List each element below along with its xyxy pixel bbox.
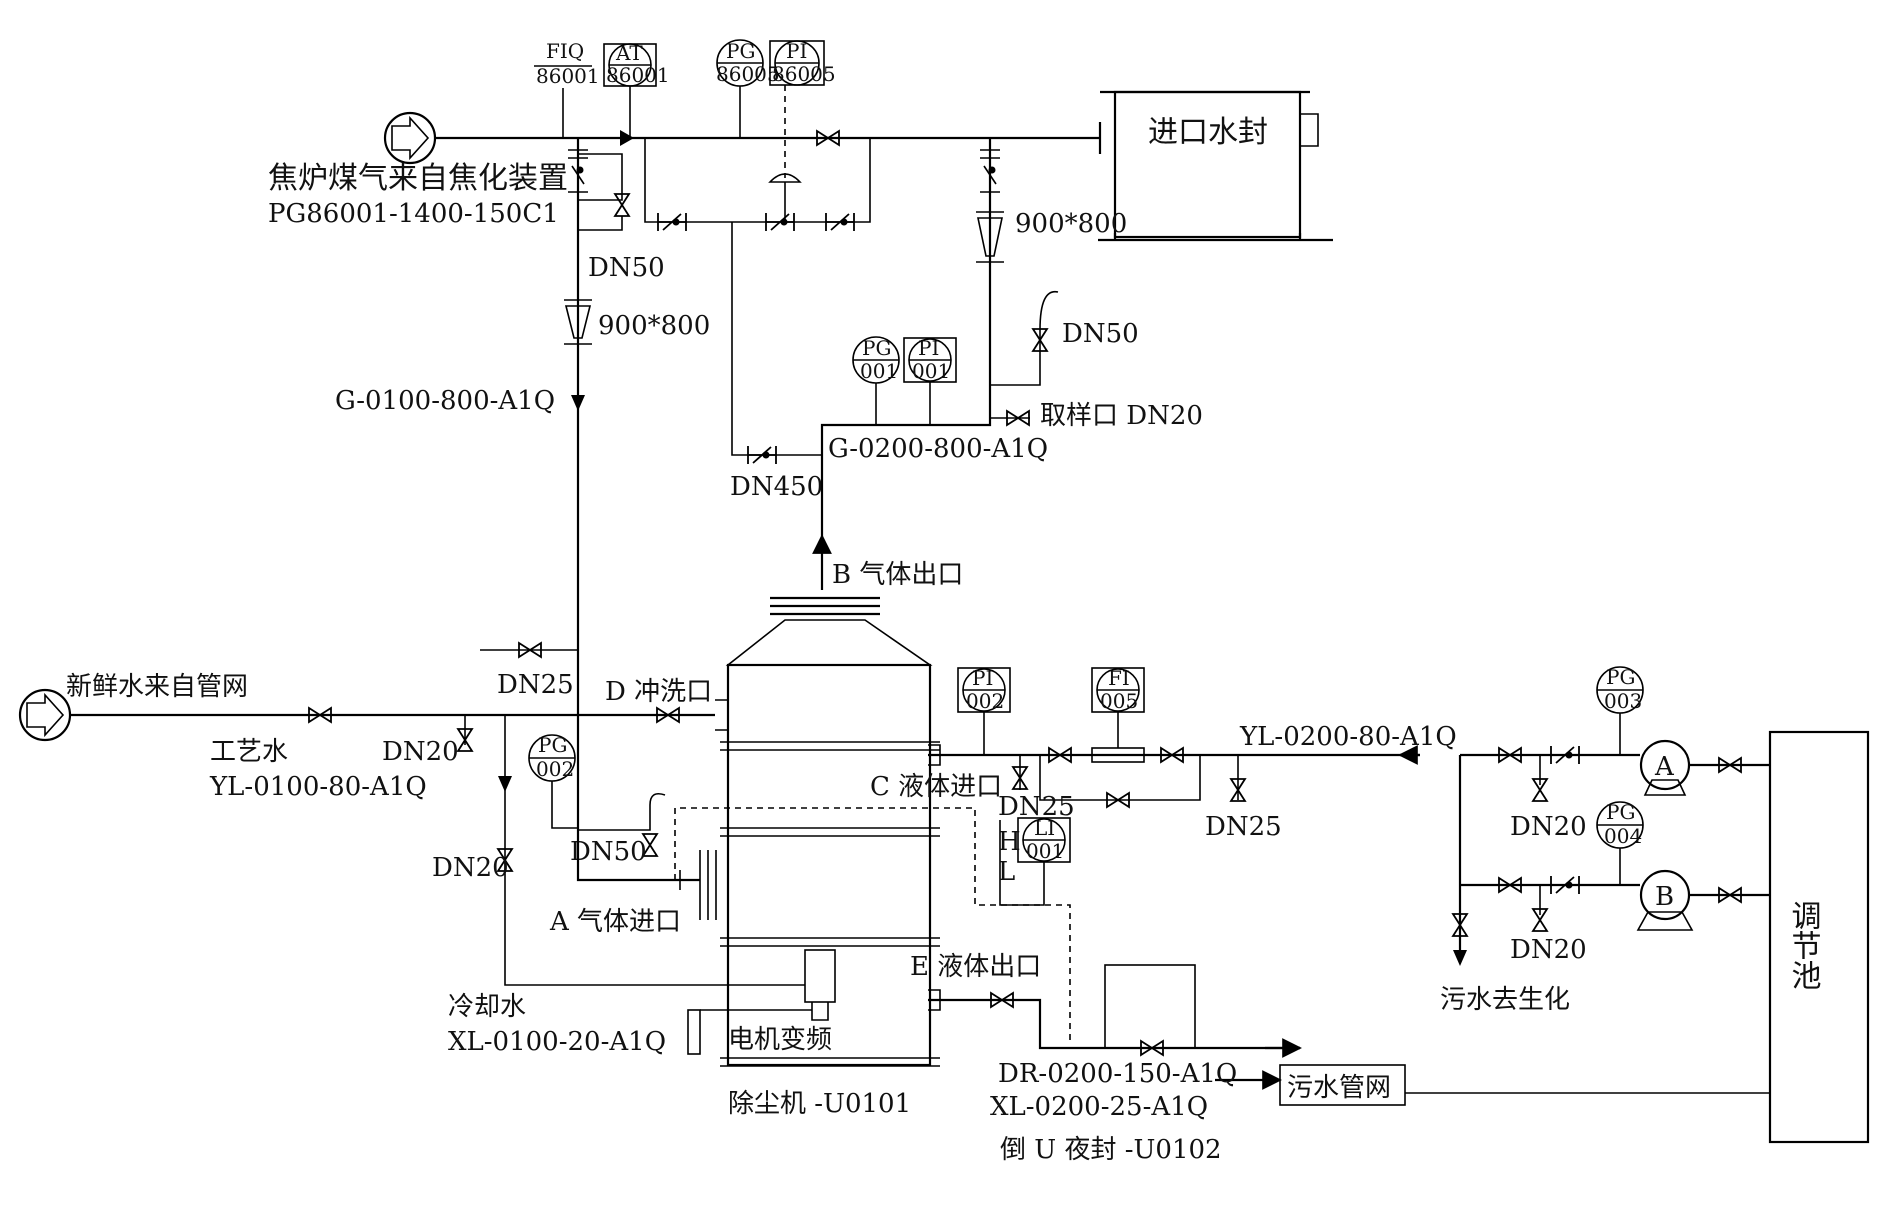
water-seal-label: 进口水封 (1148, 115, 1268, 150)
svg-text:005: 005 (1100, 689, 1138, 713)
fresh-water-section: 新鲜水来自管网 工艺水 YL-0100-80-A1Q D 冲洗口 DN25 DN… (18, 642, 812, 1057)
cooling-water-line-no: XL-0100-20-A1Q (448, 1027, 666, 1057)
svg-text:PG: PG (1606, 800, 1635, 824)
liquid-outlet-label: E 液体出口 (910, 952, 1041, 982)
inlet-line-no: PG86001-1400-150C1 (268, 199, 559, 229)
fresh-water-arrow-icon (26, 692, 65, 738)
inlet-reducer (564, 299, 592, 345)
dn25-label: DN25 (497, 670, 574, 700)
instrument-pg-004: PG 004 (1596, 800, 1644, 885)
svg-text:003: 003 (1604, 689, 1642, 713)
fresh-water-line-no: YL-0100-80-A1Q (209, 772, 427, 802)
flush-port-label: D 冲洗口 (605, 677, 712, 707)
instrument-li-001: LI 001 H L (998, 816, 1071, 906)
instrument-pi-001: PI 001 (903, 336, 957, 425)
instrument-fiq-86001: FIQ 86001 (534, 39, 600, 138)
u-seal-label: 倒 U 夜封 -U0102 (1000, 1135, 1222, 1165)
outlet-dn50: DN50 (1062, 319, 1139, 349)
outlet-bypass-dn: DN450 (730, 472, 823, 502)
svg-text:86005: 86005 (772, 62, 836, 86)
to-bio-label: 污水去生化 (1440, 985, 1570, 1015)
pump-b[interactable]: B (1636, 869, 1694, 931)
instrument-pi-86005: PI 86005 (769, 39, 836, 178)
pump-a[interactable]: A (1639, 739, 1691, 796)
drain-line-2: XL-0200-25-A1Q (990, 1092, 1208, 1122)
svg-text:L: L (998, 857, 1015, 887)
svg-text:PG: PG (538, 733, 567, 757)
instrument-pg-003: PG 003 (1596, 665, 1644, 755)
svg-text:PG: PG (862, 336, 891, 360)
dust-collector-column: 除尘机 -U0101 电机变频 (720, 596, 940, 1119)
instrument-pg-002: PG 002 (528, 733, 578, 829)
fresh-water-label: 新鲜水来自管网 (66, 672, 248, 702)
svg-text:86005: 86005 (716, 62, 780, 86)
svg-text:001: 001 (1026, 839, 1064, 863)
tank-label: 调节池 (1786, 900, 1821, 990)
inlet-label: 焦炉煤气来自焦化装置 (268, 161, 568, 196)
pump-a-dn20: DN20 (1510, 812, 1587, 842)
instrument-pg-001: PG 001 (852, 336, 900, 425)
downcomer-line-no: G-0100-800-A1Q (335, 386, 555, 416)
svg-text:PG: PG (1606, 665, 1635, 689)
seal-reducer-label: 900*800 (1015, 209, 1127, 239)
svg-text:004: 004 (1604, 824, 1642, 848)
svg-text:001: 001 (912, 359, 950, 383)
feed-dn25-b: DN25 (1205, 812, 1282, 842)
gas-outlet-label: B 气体出口 (832, 560, 963, 590)
svg-text:86001: 86001 (606, 63, 670, 87)
svg-text:PI: PI (786, 39, 807, 63)
feed-line-no: YL-0200-80-A1Q (1239, 722, 1457, 752)
sewer-network-label: 污水管网 (1287, 1073, 1391, 1103)
sample-port-label: 取样口 DN20 (1040, 401, 1203, 431)
inlet-reducer-label: 900*800 (598, 311, 710, 341)
svg-text:LI: LI (1034, 816, 1055, 840)
svg-text:002: 002 (966, 689, 1004, 713)
svg-text:FIQ: FIQ (546, 39, 584, 63)
column-label: 除尘机 -U0101 (728, 1089, 911, 1119)
instrument-fi-005: FI 005 (1091, 666, 1145, 748)
pump-b-dn20: DN20 (1510, 935, 1587, 965)
instrument-pi-002: PI 002 (957, 666, 1011, 755)
svg-text:AT: AT (615, 41, 643, 65)
regulating-tank: 调节池 (1768, 730, 1870, 1144)
liquid-inlet-label: C 液体进口 (870, 772, 1002, 802)
instrument-pg-86005: PG 86005 (716, 39, 780, 138)
inlet-branch-dn: DN50 (588, 253, 665, 283)
feed-dn25-a: DN25 (998, 792, 1075, 822)
process-water-label: 工艺水 (210, 737, 288, 767)
dn20-label: DN20 (382, 737, 459, 767)
svg-text:B: B (1655, 882, 1674, 912)
inlet-section: 焦炉煤气来自焦化装置 PG86001-1400-150C1 DN50 900*8… (268, 39, 1102, 830)
motor-vfd-label: 电机变频 (728, 1025, 832, 1055)
instrument-at-86001: AT 86001 (603, 41, 670, 138)
svg-text:001: 001 (860, 359, 898, 383)
liquid-outlet-section: E 液体出口 污水管网 DR-0200-150-A1Q XL-0200-25-A… (910, 952, 1770, 1165)
svg-text:PI: PI (972, 666, 993, 690)
outlet-loop: DN50 取样口 DN20 G-0200-800-A1Q DN450 PG 00… (730, 290, 1203, 590)
svg-text:A: A (1654, 752, 1675, 782)
outlet-line-no: G-0200-800-A1Q (828, 434, 1048, 464)
downcomer-damper (568, 149, 588, 193)
svg-text:FI: FI (1108, 666, 1130, 690)
liquid-feed-section: C 液体进口 PI 002 FI 005 DN25 DN25 Y (674, 666, 1457, 1040)
svg-text:86001: 86001 (536, 64, 600, 88)
gas-inlet-label: A 气体进口 (549, 907, 681, 937)
seal-reducer (976, 211, 1004, 263)
dn20-left-label: DN20 (432, 853, 509, 883)
gas-inlet-dn50: DN50 (570, 837, 647, 867)
svg-text:PG: PG (726, 39, 755, 63)
cooling-water-label: 冷却水 (448, 992, 526, 1022)
svg-text:PI: PI (918, 336, 939, 360)
water-seal: 进口水封 900*800 (976, 90, 1333, 390)
svg-text:002: 002 (536, 757, 574, 781)
pump-section: 污水去生化 DN20 DN20 PG 003 PG 004 A (1440, 665, 1770, 1015)
drain-line-1: DR-0200-150-A1Q (998, 1059, 1237, 1089)
inlet-arrow-icon (391, 115, 430, 161)
seal-damper (980, 149, 1000, 193)
svg-text:H: H (998, 827, 1021, 857)
